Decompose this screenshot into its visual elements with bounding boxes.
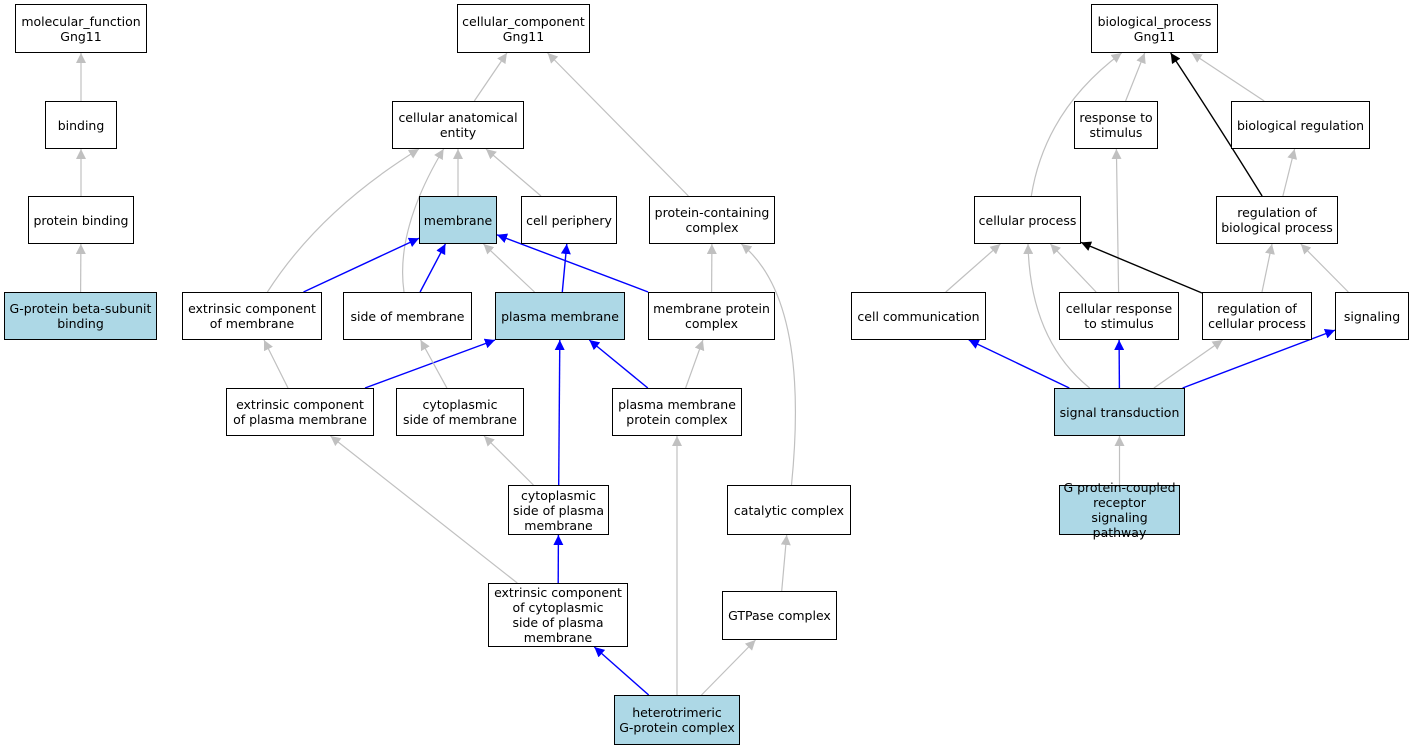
go-term-pmpc: plasma membrane protein complex (612, 388, 742, 436)
edge-rcp-to-cellproc (1080, 241, 1203, 294)
edge-cellcomm-to-cellproc (945, 243, 1001, 293)
edge-ecpm-to-pm (364, 338, 496, 389)
edge-ecpm-to-ecm (263, 339, 289, 389)
edge-cell-periphery-to-cae (485, 148, 542, 197)
go-term-cellproc: cellular process (974, 196, 1081, 244)
go-term-gpcr: G protein-coupled receptor signaling pat… (1059, 480, 1180, 540)
go-term-binding: binding (45, 101, 117, 149)
go-term-gpbsb: G-protein beta-subunit binding (4, 292, 157, 340)
edge-st-to-rcp (1153, 339, 1223, 389)
edge-pmpc-to-mpc (685, 339, 705, 389)
edge-som-to-cae (401, 148, 445, 293)
edge-st-to-cellcomm (968, 339, 1070, 389)
go-term-csm: cytoplasmic side of membrane (396, 388, 524, 436)
edge-rts-to-bp (1125, 52, 1146, 102)
go-term-protein-binding: protein binding (28, 196, 134, 244)
edge-signaling-to-rbp (1300, 243, 1349, 293)
go-term-cell-periphery: cell periphery (521, 196, 617, 244)
go-term-bioreg: biological regulation (1231, 101, 1370, 149)
edge-eccspm-to-ecpm (330, 435, 518, 584)
go-term-cspm: cytoplasmic side of plasma membrane (508, 485, 609, 535)
edge-cellproc-to-bp (1030, 52, 1122, 197)
go-term-ecm: extrinsic component of membrane (182, 292, 322, 340)
edge-csm-to-som (420, 339, 448, 389)
edge-ecm-to-membrane (303, 237, 420, 293)
go-term-catalytic: catalytic complex (727, 485, 851, 535)
go-term-mpc: membrane protein complex (648, 292, 775, 340)
edge-rbp-to-bioreg (1282, 148, 1298, 197)
edge-pmpc-to-pm (588, 339, 649, 389)
go-term-ecpm: extrinsic component of plasma membrane (226, 388, 374, 436)
go-term-signaling: signaling (1335, 292, 1409, 340)
go-term-cc: cellular_component Gng11 (457, 4, 590, 53)
go-term-pcc: protein-containing complex (649, 196, 775, 244)
go-term-membrane: membrane (419, 196, 497, 244)
edge-cae-to-cc (473, 52, 508, 102)
edge-rbp-to-bp (1170, 52, 1263, 197)
edge-mpc-to-membrane (496, 233, 649, 293)
edge-hgpc-to-eccspm (593, 646, 650, 696)
edge-cspm-to-pm (554, 339, 565, 486)
edge-hgpc-to-gtpase (701, 639, 756, 696)
edge-pm-to-cell-periphery (560, 243, 571, 293)
go-term-mf: molecular_function Gng11 (15, 4, 147, 53)
edge-som-to-membrane (419, 243, 447, 293)
edge-rcp-to-rbp (1261, 243, 1275, 293)
edge-ecm-to-cae (266, 148, 420, 293)
go-term-cae: cellular anatomical entity (392, 101, 524, 149)
edge-gtpase-to-catalytic (780, 534, 791, 592)
go-term-eccspm: extrinsic component of cytoplasmic side … (488, 583, 628, 647)
go-term-st: signal transduction (1054, 388, 1185, 436)
go-term-hgpc: heterotrimeric G-protein complex (614, 695, 740, 745)
edge-catalytic-to-pcc (741, 243, 796, 486)
edge-bioreg-to-bp (1191, 52, 1265, 102)
go-term-rbp: regulation of biological process (1216, 196, 1338, 244)
go-term-cellcomm: cell communication (851, 292, 986, 340)
go-term-gtpase: GTPase complex (722, 591, 837, 640)
go-term-crts: cellular response to stimulus (1059, 292, 1179, 340)
edge-pm-to-membrane (483, 243, 535, 293)
edge-cspm-to-csm (483, 435, 534, 486)
go-term-bp: biological_process Gng11 (1091, 4, 1218, 53)
go-term-rcp: regulation of cellular process (1202, 292, 1312, 340)
go-term-pm: plasma membrane (495, 292, 625, 340)
edge-crts-to-rts (1111, 148, 1122, 293)
go-term-rts: response to stimulus (1074, 101, 1158, 149)
edge-pcc-to-cc (547, 52, 689, 197)
edge-st-to-cellproc (1023, 243, 1091, 389)
edge-crts-to-cellproc (1049, 243, 1097, 293)
go-term-som: side of membrane (343, 292, 472, 340)
